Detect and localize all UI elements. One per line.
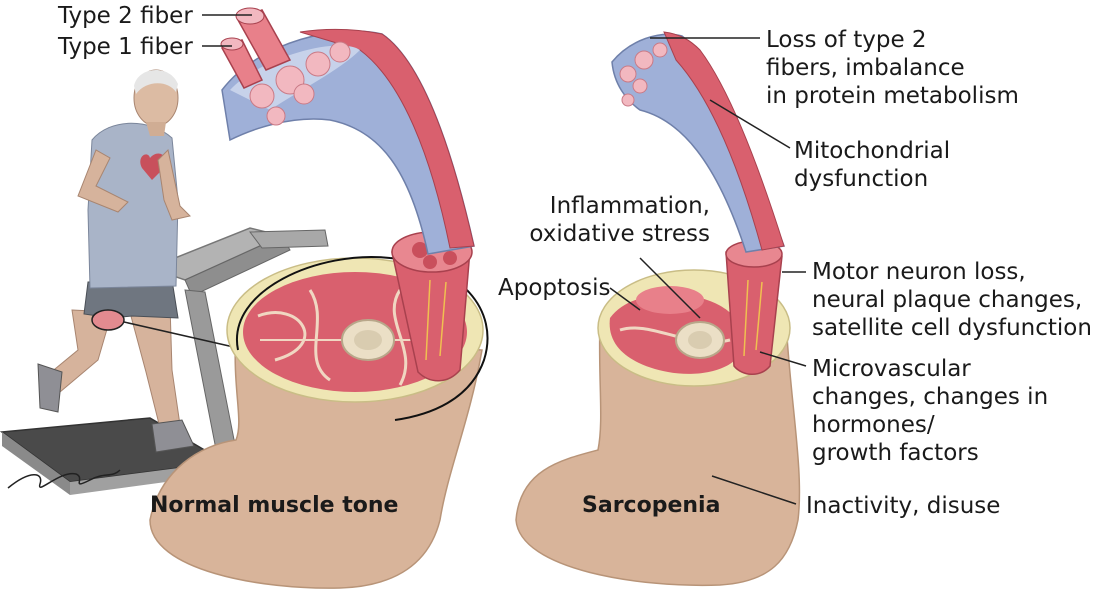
label-sarcopenia: Sarcopenia [582,493,721,518]
label-apoptosis: Apoptosis [498,275,611,301]
thigh-callout [91,309,125,331]
label-normal-muscle-tone: Normal muscle tone [150,493,399,518]
label-loss-type2: Loss of type 2 fibers, imbalance in prot… [766,27,1019,109]
label-inactivity: Inactivity, disuse [806,493,1001,519]
signature [7,469,121,489]
label-type1-fiber: Type 1 fiber [58,34,193,60]
sarcopenic-muscle [515,31,801,587]
label-inflammation: Inflammation, oxidative stress [529,193,710,247]
normal-muscle [149,7,489,589]
label-motor-neuron: Motor neuron loss, neural plaque changes… [812,259,1092,341]
label-mitochondrial: Mitochondrial dysfunction [794,138,951,192]
label-microvascular: Microvascular changes, changes in hormon… [812,356,1049,466]
leader-lines [202,14,807,505]
label-type2-fiber: Type 2 fiber [58,3,193,29]
runner [37,69,195,453]
